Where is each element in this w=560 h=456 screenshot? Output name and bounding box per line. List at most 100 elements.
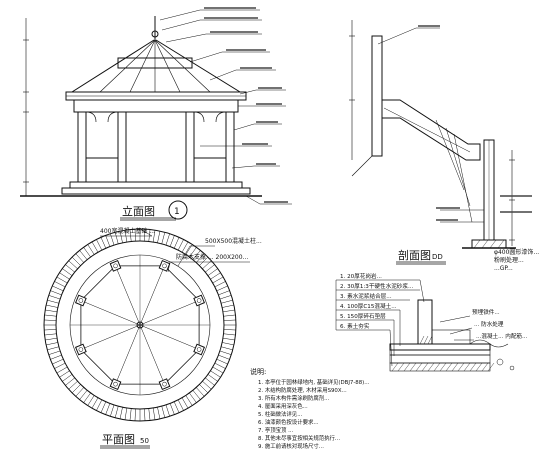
plan-title: 平面图	[102, 433, 135, 446]
paving-joint	[199, 256, 209, 266]
detail-layer	[389, 343, 491, 351]
paving-joint	[173, 237, 180, 249]
paving-joint	[207, 374, 218, 382]
paving-joint	[46, 342, 58, 346]
paving-joint	[54, 281, 66, 288]
section-view	[349, 20, 532, 265]
column-core	[162, 263, 167, 269]
paving-joint	[48, 295, 61, 300]
column-core	[113, 263, 118, 269]
column-core	[113, 381, 118, 387]
paving-joint	[96, 239, 103, 251]
column-plan	[109, 378, 122, 391]
detail-note-1: 预埋铁件...	[472, 308, 500, 316]
paving-joint	[119, 407, 123, 419]
section-callout-1: φ400圆形漆饰...	[494, 248, 539, 256]
paving-joint	[59, 370, 70, 378]
paving-joint	[181, 241, 189, 253]
note-item: 1. 本亭位于园林绿地内, 基础详见(DBJ7-88)...	[258, 378, 370, 386]
beam	[73, 99, 239, 113]
paving-joint	[212, 366, 224, 374]
paving-joint	[216, 358, 228, 365]
paving-joint	[59, 272, 70, 280]
column-square	[158, 259, 171, 272]
paving-joint	[91, 397, 99, 409]
column-square	[74, 294, 87, 307]
paving-joint	[114, 232, 119, 244]
paving-joint	[221, 299, 233, 304]
detail-legend-2: 2. 30厚1:3干硬性水泥砂浆...	[340, 282, 414, 290]
hatch-line	[419, 335, 425, 345]
column-plan	[74, 294, 87, 307]
paving-joint	[196, 387, 205, 397]
paving-joint	[129, 229, 132, 242]
paving-joint	[223, 333, 236, 336]
elevation-bubble	[168, 200, 188, 220]
paving-joint	[144, 229, 146, 242]
paving-joint	[205, 264, 215, 273]
hatch-line	[487, 362, 495, 372]
notes-list: 1. 本亭位于园林绿地内, 基础详见(DBJ7-88)... 2. 木结构防腐处…	[258, 378, 370, 450]
hatch-line	[433, 362, 441, 372]
paving-joint	[44, 314, 57, 317]
paving-joint	[216, 285, 228, 292]
paving-joint	[165, 404, 170, 417]
paving-joint	[44, 319, 57, 321]
column	[225, 111, 235, 183]
column	[185, 111, 195, 183]
paving-band	[44, 229, 236, 421]
column-square	[193, 343, 206, 356]
radial-line	[139, 324, 165, 385]
column-square	[109, 378, 122, 391]
detail-legend-6: 6. 素土夯实	[340, 322, 370, 330]
column	[77, 111, 87, 183]
paving-joint	[161, 232, 166, 244]
section-callout-2: 粉刷处理...	[494, 256, 524, 264]
paving-joint	[124, 407, 128, 420]
plan-view	[43, 228, 250, 449]
hatch-line	[403, 362, 411, 372]
paving-joint	[47, 346, 59, 351]
paving-joint	[48, 350, 61, 355]
note-item: 8. 其他未尽事宜按相关规范执行...	[258, 434, 340, 442]
paving-joint	[96, 399, 103, 411]
plan-radial-lines	[70, 255, 210, 395]
paving-joint	[199, 384, 209, 394]
note-item: 7. 亭顶宝顶 ...	[258, 426, 294, 434]
plan-scale: 50	[140, 437, 149, 445]
paving-joint	[52, 358, 64, 365]
column-square	[193, 294, 206, 307]
hatch-line	[463, 362, 471, 372]
paving-joint	[110, 404, 115, 417]
paving-joint	[214, 281, 226, 288]
paving-detail	[335, 279, 515, 372]
paving-joint	[152, 407, 156, 420]
paving-joint	[87, 395, 95, 406]
paving-joint	[65, 377, 75, 386]
finial-ball	[151, 30, 159, 38]
section-scale: DD	[432, 253, 443, 261]
paving-joint	[219, 295, 232, 300]
paving-joint	[54, 362, 66, 369]
column-square	[74, 343, 87, 356]
paving-joint	[100, 401, 107, 413]
paving-joint	[152, 230, 156, 243]
hatch-line	[451, 362, 459, 372]
paving-joint	[223, 329, 236, 331]
paving-joint	[165, 233, 170, 246]
paving-joint	[105, 403, 111, 415]
column-core	[162, 381, 167, 387]
note-item: 4. 屋面采用深灰色...	[258, 402, 308, 410]
paving-joint	[65, 264, 75, 273]
paving-joint	[214, 362, 226, 369]
detail-wall	[417, 299, 433, 345]
radial-line	[80, 324, 141, 350]
paving-joint	[148, 408, 151, 421]
paving-joint	[44, 333, 57, 336]
plan-columns	[74, 259, 206, 391]
paving-joint	[71, 256, 81, 266]
note-item: 5. 柱础做法详见...	[258, 410, 303, 418]
paving-joint	[223, 314, 236, 317]
